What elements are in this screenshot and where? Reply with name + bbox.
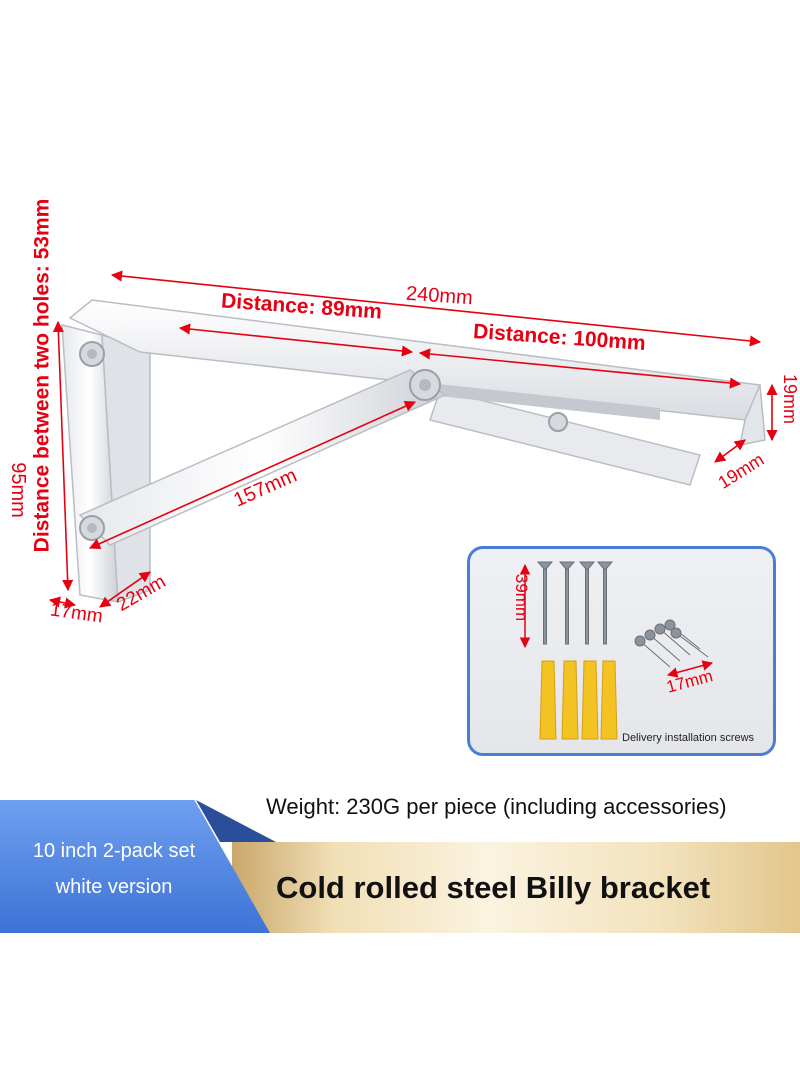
accessories-caption: Delivery installation screws — [622, 732, 755, 744]
product-title: Cold rolled steel Billy bracket — [276, 870, 711, 905]
title-band — [232, 842, 800, 933]
end-height-19-label: 19mm — [780, 373, 800, 425]
overall-length-label: 240mm — [405, 282, 474, 310]
vertical-height-label: 95mm — [6, 462, 29, 518]
dimension-lines — [48, 270, 778, 609]
holes-distance-label: Distance between two holes: 53mm — [30, 198, 54, 553]
accessories-panel: 39mm 17mm Delivery installation screws — [467, 546, 776, 756]
weight-text: Weight: 230G per piece (including access… — [266, 794, 727, 819]
pack-label-line2: white version — [55, 876, 173, 898]
screw-length-label: 39mm — [512, 573, 532, 622]
screws-and-anchors — [519, 561, 714, 740]
pack-label-line1: 10 inch 2-pack set — [32, 840, 196, 862]
